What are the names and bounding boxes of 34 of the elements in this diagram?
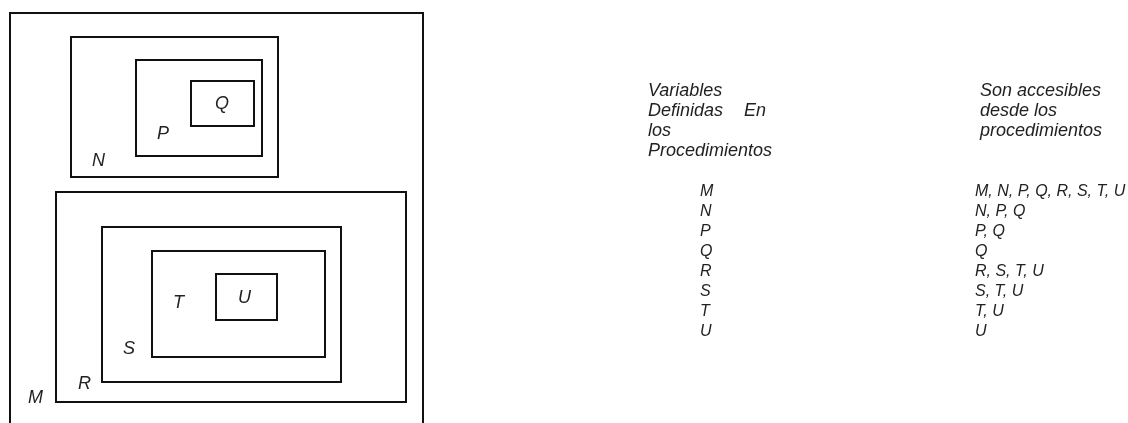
scope-box [70,36,279,178]
table-cell-text: S, T, U [975,281,1025,301]
table-cell-text: R [700,261,713,281]
scope-box [55,191,407,403]
procedure-name: M [28,387,43,407]
table-cell-text: T, U [975,301,1005,321]
procedure-name: P [157,123,169,143]
column-header: Son accesibles desde los procedimientos [980,80,1104,140]
table-cell-text: Q [700,241,714,261]
scope-box [9,12,424,423]
table-cell-text: S [700,281,712,301]
table-cell-text: M [700,181,715,201]
table-cell-text: P [700,221,712,241]
table-cell: M, N, P, Q, R, S, T, U [975,181,1125,201]
column-header: Variables Definidas En los Procedimientos [648,80,770,160]
procedure-name: S [123,338,135,358]
procedure-name: Q [215,93,229,113]
scope-box [215,273,278,321]
table-cell-text: U [700,321,713,341]
table-cell-text: P, Q [975,221,1006,241]
procedure-name: U [238,287,251,307]
scope-box [101,226,342,383]
table-cell-text: R, S, T, U [975,261,1045,281]
table-cell-text: N, P, Q [975,201,1027,221]
procedure-name: N [92,150,105,170]
procedure-name: R [78,373,91,393]
scope-box [151,250,326,358]
table-cell-text: Q [975,241,989,261]
table-cell-text: U [975,321,988,341]
scope-box [135,59,263,157]
scope-box [190,80,255,127]
procedure-name: T [173,292,184,312]
table-cell-text: T [700,301,712,321]
table-cell-text: N [700,201,713,221]
